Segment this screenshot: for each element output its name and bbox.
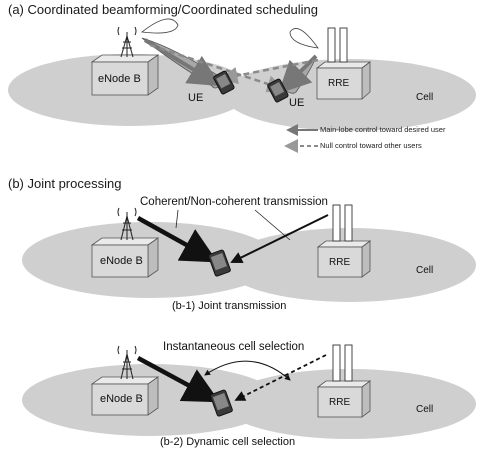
tx-arrow-enodeb-b2 bbox=[136, 356, 220, 403]
section-b1-graphics bbox=[22, 204, 476, 302]
tx-arrow-rre bbox=[230, 214, 329, 263]
enodeb-box-b1 bbox=[90, 237, 160, 278]
rre-antenna-icon bbox=[332, 204, 353, 242]
annotation-connector-right bbox=[254, 209, 291, 241]
rre-label-b1: RRE bbox=[329, 257, 351, 268]
annotation-connector-left bbox=[175, 209, 179, 229]
selection-arc bbox=[204, 360, 291, 381]
legend-main-lobe: Main-lobe control toward desired user bbox=[320, 125, 446, 134]
legend-null-control: Null control toward other users bbox=[320, 141, 422, 150]
enodeb-label-a: eNode B bbox=[98, 73, 141, 85]
antenna-tower-icon bbox=[117, 26, 137, 58]
enodeb-label-b2: eNode B bbox=[100, 393, 143, 405]
rre-box-b1 bbox=[316, 240, 372, 278]
rre-box-b2 bbox=[316, 380, 372, 418]
antenna-tower-icon bbox=[117, 345, 137, 380]
b1-annotation: Coherent/Non-coherent transmission bbox=[140, 196, 328, 208]
ue-label-left: UE bbox=[188, 92, 204, 104]
section-b-title: (b) Joint processing bbox=[8, 176, 122, 191]
b2-annotation: Instantaneous cell selection bbox=[163, 341, 305, 353]
enodeb-box-a bbox=[90, 54, 160, 96]
antenna-tower-icon bbox=[117, 207, 137, 241]
b2-caption: (b-2) Dynamic cell selection bbox=[160, 436, 296, 448]
enodeb-box-b2 bbox=[90, 376, 160, 416]
rre-antenna-icon bbox=[332, 344, 353, 382]
cell-label-a: Cell bbox=[416, 92, 434, 103]
rre-box-a bbox=[315, 61, 372, 100]
side-lobe-left bbox=[140, 18, 179, 34]
main-lobe-right-arrow bbox=[278, 54, 318, 94]
main-lobe-left-arrow bbox=[143, 38, 221, 87]
rre-label-a: RRE bbox=[328, 78, 350, 89]
section-a-title: (a) Coordinated beamforming/Coordinated … bbox=[8, 2, 319, 17]
b1-caption: (b-1) Joint transmission bbox=[172, 300, 287, 312]
null-arrow-1 bbox=[149, 43, 285, 93]
phone-icon bbox=[213, 70, 235, 95]
tx-arrow-enodeb bbox=[136, 216, 218, 263]
cell-label-b2: Cell bbox=[416, 404, 434, 415]
phone-icon bbox=[267, 78, 289, 103]
section-b2-graphics bbox=[22, 344, 476, 439]
rre-label-b2: RRE bbox=[329, 397, 351, 408]
null-arrow-2 bbox=[220, 58, 319, 85]
ue-label-right: UE bbox=[289, 97, 305, 109]
side-lobe-right bbox=[289, 28, 319, 49]
rre-antenna-icon bbox=[327, 27, 348, 63]
cell-label-b1: Cell bbox=[416, 265, 434, 276]
phone-icon bbox=[210, 389, 233, 417]
section-a-graphics bbox=[8, 18, 476, 153]
enodeb-label-b1: eNode B bbox=[100, 255, 143, 267]
phone-icon bbox=[208, 249, 231, 277]
